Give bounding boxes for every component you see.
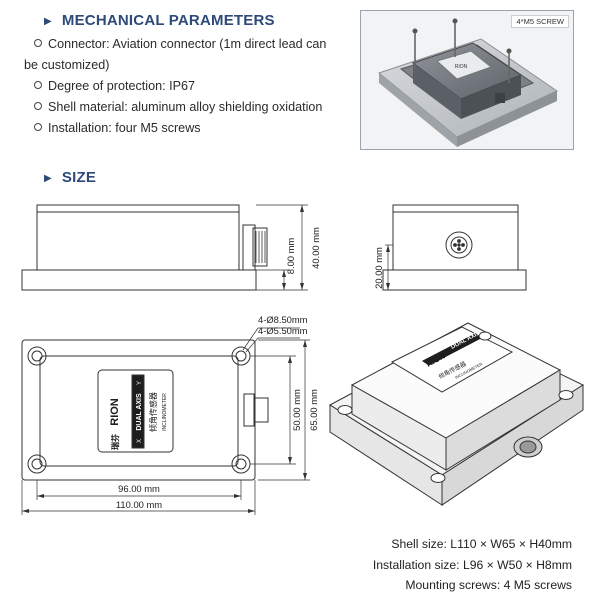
mechanical-heading: ▶MECHANICAL PARAMETERS xyxy=(44,12,275,29)
size-heading: ▶SIZE xyxy=(44,169,97,186)
circle-bullet-icon xyxy=(34,102,42,110)
mechanical-list: Connector: Aviation connector (1m direct… xyxy=(24,34,354,139)
spec-shell-size: Shell size: L110 × W65 × H40mm xyxy=(391,537,572,551)
dim-hole-outer: 4-Ø8.50mm xyxy=(258,314,308,325)
screw-label: 4*M5 SCREW xyxy=(511,15,569,28)
dim-hole-inner: 4-Ø5.50mm xyxy=(258,325,308,336)
product-name-cn: 倾角传感器 xyxy=(148,392,158,432)
sensor-photo-illustration: RION xyxy=(377,18,559,147)
triangle-bullet-icon: ▶ xyxy=(44,16,52,27)
circle-bullet-icon xyxy=(34,81,42,89)
isometric-view xyxy=(329,322,585,506)
list-item: Installation: four M5 screws xyxy=(34,118,354,139)
top-view xyxy=(21,327,310,515)
dim-height-8: 8.00 mm xyxy=(285,238,296,275)
axis-label: DUAL AXIS xyxy=(136,393,143,431)
dim-height-20: 20.00 mm xyxy=(373,247,384,289)
axis-x-label: X xyxy=(137,439,143,443)
list-item: Degree of protection: IP67 xyxy=(34,76,354,97)
brand-cn: 瑞芬 xyxy=(110,433,120,450)
end-view xyxy=(382,204,527,291)
dim-height-40: 40.00 mm xyxy=(310,227,321,269)
circle-bullet-icon xyxy=(34,123,42,131)
list-item: Shell material: aluminum alloy shielding… xyxy=(34,97,354,118)
list-item: Connector: Aviation connector (1m direct… xyxy=(34,34,354,55)
axis-y-label: Y xyxy=(137,381,143,385)
product-photo: RION 4*M5 SCREW xyxy=(360,10,574,150)
device-label: RION 瑞芬 DUAL AXIS Y X 倾角传感器 INCLINOMETER xyxy=(109,381,168,450)
spec-installation-size: Installation size: L96 × W50 × H8mm xyxy=(372,557,572,572)
dim-length-96: 96.00 mm xyxy=(118,483,160,494)
product-type: INCLINOMETER xyxy=(162,393,168,431)
side-view xyxy=(21,204,308,291)
photo-label-text: RION xyxy=(455,64,468,70)
triangle-bullet-icon: ▶ xyxy=(44,173,52,184)
spec-mounting-screws: Mounting screws: 4 M5 screws xyxy=(405,578,572,592)
circle-bullet-icon xyxy=(34,39,42,47)
dim-width-50: 50.00 mm xyxy=(291,389,302,431)
list-item: be customized) xyxy=(24,58,110,72)
dim-length-110: 110.00 mm xyxy=(116,499,162,510)
brand-logo: RION xyxy=(109,398,121,426)
spec-summary: Shell size: L110 × W65 × H40mm Installat… xyxy=(373,534,572,596)
dim-width-65: 65.00 mm xyxy=(308,389,319,431)
